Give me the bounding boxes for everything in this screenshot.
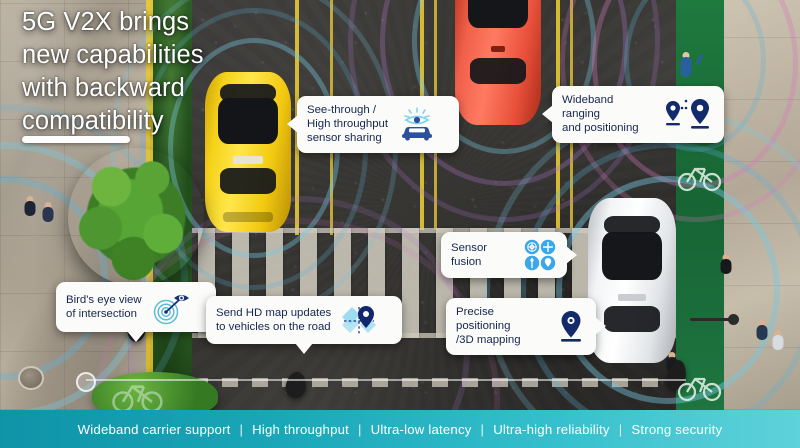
bicycle-lane-marking-icon <box>676 160 724 199</box>
two-location-pins-ranging-icon <box>660 97 714 131</box>
lamp-arm <box>690 318 732 321</box>
bicycle-lane-marking-icon <box>676 370 724 409</box>
callout-see-through-label: See-through / High throughput sensor sha… <box>307 104 389 145</box>
title-line-1: 5G V2X brings <box>22 8 190 36</box>
street-tree <box>68 148 204 286</box>
banner-separator: | <box>618 421 623 437</box>
banner-item-0: Wideband carrier support <box>77 421 231 437</box>
banner-separator: | <box>480 421 485 437</box>
title-line-3: with backward <box>22 74 185 102</box>
white-car <box>582 192 685 372</box>
measurement-line <box>86 379 686 381</box>
radar-target-with-eye-icon <box>151 289 191 325</box>
title-line-4: compatibility <box>22 107 164 135</box>
callout-hd-map-updates[interactable]: Send HD map updates to vehicles on the r… <box>206 296 402 354</box>
location-pin-icon <box>556 309 586 343</box>
measurement-node <box>76 372 96 392</box>
yellow-car <box>199 66 300 241</box>
callout-see-through[interactable]: See-through / High throughput sensor sha… <box>287 96 459 153</box>
manhole-cover <box>18 366 44 390</box>
banner-item-3: Ultra-high reliability <box>493 421 610 437</box>
callout-sensor-fusion[interactable]: Sensor fusion <box>441 232 577 278</box>
callout-precise-positioning[interactable]: Precise positioning /3D mapping <box>446 298 606 355</box>
banner-item-4: Strong security <box>631 421 723 437</box>
title-line-2: new capabilities <box>22 41 204 69</box>
map-with-pin-icon <box>340 303 378 337</box>
banner-separator: | <box>239 421 244 437</box>
callout-sensor-fusion-label: Sensor fusion <box>451 241 488 268</box>
callout-wideband-ranging-label: Wideband ranging and positioning <box>562 94 639 135</box>
banner-separator: | <box>358 421 362 437</box>
car-with-eye-sensor-icon <box>397 107 437 141</box>
title-underline-rule <box>22 136 130 143</box>
callout-birds-eye-view[interactable]: Bird's eye view of intersection <box>56 282 216 342</box>
sensor-fusion-grid-icon <box>523 239 557 271</box>
feature-banner: Wideband carrier support | High throughp… <box>0 410 800 448</box>
callout-wideband-ranging[interactable]: Wideband ranging and positioning <box>542 86 724 143</box>
callout-birds-eye-view-label: Bird's eye view of intersection <box>66 293 142 320</box>
banner-item-2: Ultra-low latency <box>370 421 472 437</box>
banner-item-1: High throughput <box>252 421 350 437</box>
page-title: 5G V2X brings new capabilities with back… <box>22 6 252 138</box>
callout-hd-map-updates-label: Send HD map updates to vehicles on the r… <box>216 306 332 333</box>
red-car <box>449 0 550 134</box>
callout-precise-positioning-label: Precise positioning /3D mapping <box>456 306 521 347</box>
banner-items: Wideband carrier support | High throughp… <box>78 422 723 437</box>
lamp-base <box>728 314 739 325</box>
